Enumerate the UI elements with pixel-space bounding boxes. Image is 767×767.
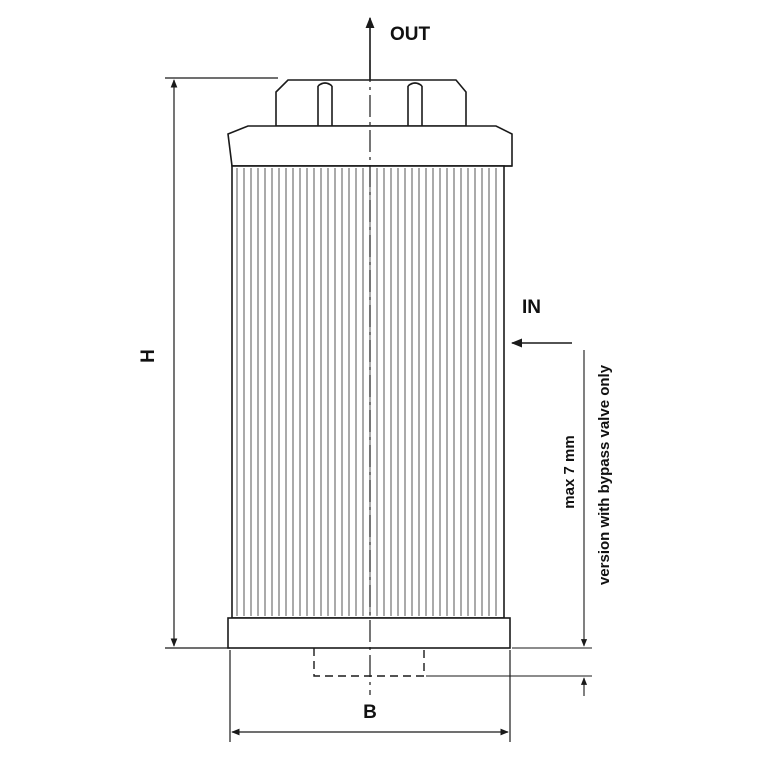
bypass-valve-outline — [313, 648, 425, 677]
version-note: version with bypass valve only — [596, 364, 613, 585]
width-dimension — [229, 650, 511, 742]
max-note: max 7 mm — [561, 435, 578, 508]
height-dimension — [165, 77, 278, 649]
filter-body — [231, 165, 505, 619]
bypass-dimension — [426, 350, 592, 696]
bottom-cap — [227, 617, 511, 649]
in-label: IN — [522, 297, 541, 318]
hex-nut — [275, 79, 467, 127]
out-label: OUT — [390, 24, 431, 45]
height-label: H — [138, 349, 159, 363]
width-label: B — [363, 702, 377, 723]
